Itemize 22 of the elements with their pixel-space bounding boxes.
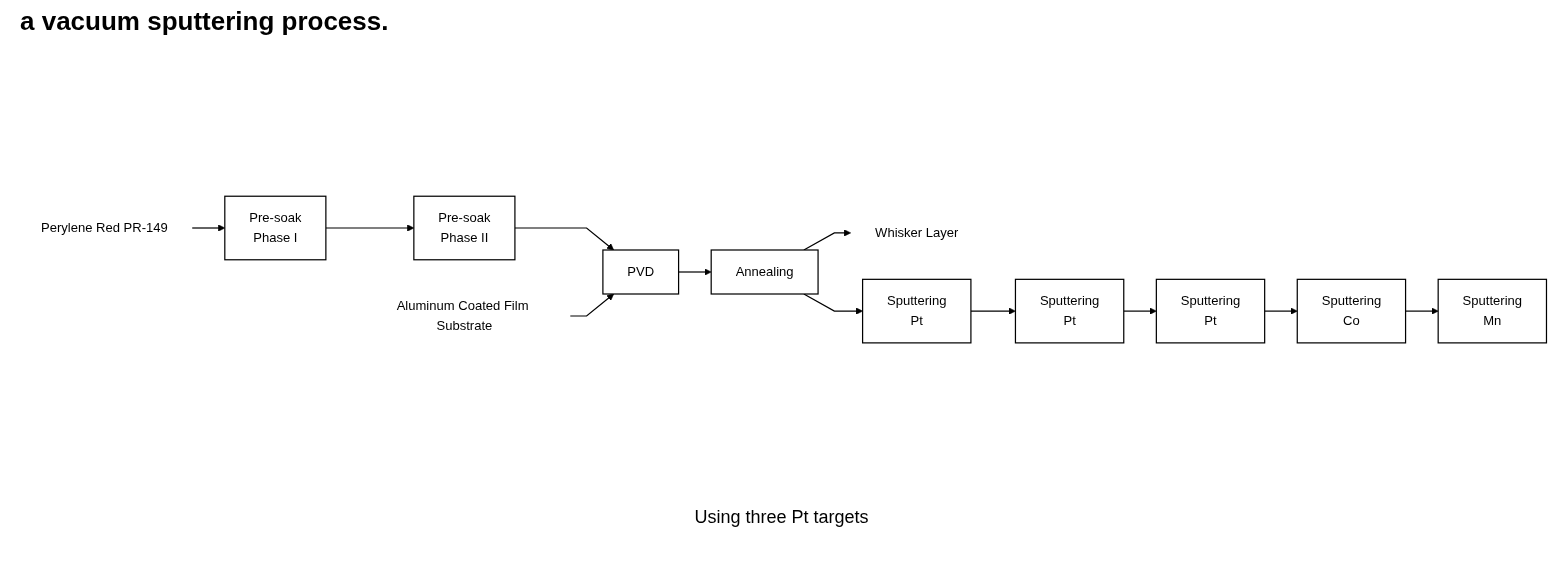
arrow bbox=[569, 293, 614, 317]
node-box: Annealing bbox=[710, 249, 819, 295]
node-box: Sputtering Mn bbox=[1437, 278, 1548, 344]
node-box: Pre-soak Phase II bbox=[413, 195, 516, 261]
node-text: Aluminum Coated Film Substrate bbox=[396, 298, 529, 333]
node-box: Sputtering Pt bbox=[1155, 278, 1266, 344]
node-text: Perylene Red PR-149 bbox=[40, 220, 168, 235]
note-text: Using three Pt targets bbox=[693, 507, 870, 528]
node-box: Pre-soak Phase I bbox=[224, 195, 327, 261]
arrow bbox=[1264, 307, 1298, 315]
arrow bbox=[514, 227, 614, 251]
node-box: Sputtering Pt bbox=[1014, 278, 1125, 344]
node-box: PVD bbox=[602, 249, 680, 295]
node-box: Sputtering Pt bbox=[862, 278, 972, 344]
arrow bbox=[1123, 307, 1157, 315]
arrow bbox=[678, 268, 712, 276]
arrow bbox=[803, 293, 863, 315]
arrow bbox=[970, 307, 1016, 315]
node-box: Sputtering Co bbox=[1296, 278, 1407, 344]
arrow bbox=[803, 229, 851, 251]
node-text: Whisker Layer bbox=[875, 225, 959, 240]
diagram-title: a vacuum sputtering process. bbox=[20, 6, 390, 37]
